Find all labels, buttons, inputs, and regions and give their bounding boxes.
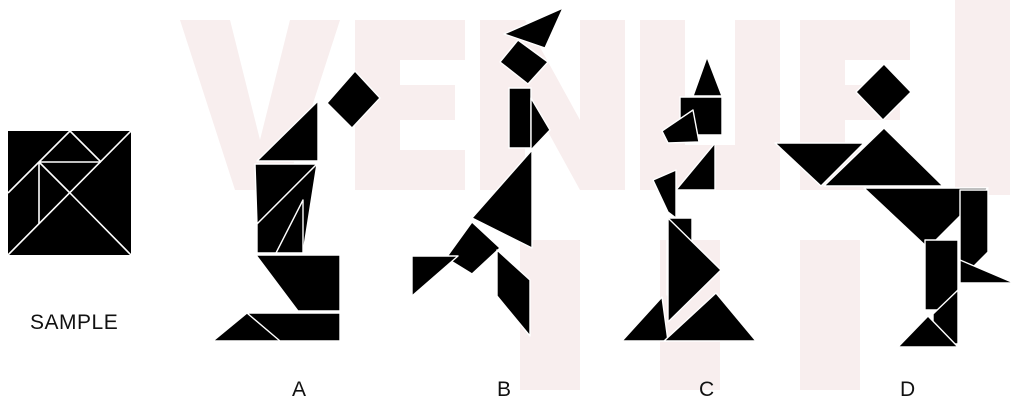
tangram-figure-c-icon xyxy=(622,57,756,341)
option-d-label[interactable]: D xyxy=(900,378,915,402)
option-c-label[interactable]: C xyxy=(699,378,714,402)
option-b-label[interactable]: B xyxy=(497,378,511,402)
option-a-label[interactable]: A xyxy=(292,378,306,402)
tangram-square-icon xyxy=(8,131,131,255)
tangram-figure-d-icon xyxy=(775,64,1014,347)
sample-label: SAMPLE xyxy=(30,311,118,335)
tangram-figure-b-icon xyxy=(412,8,563,336)
tangram-figure-a-icon xyxy=(213,71,380,341)
